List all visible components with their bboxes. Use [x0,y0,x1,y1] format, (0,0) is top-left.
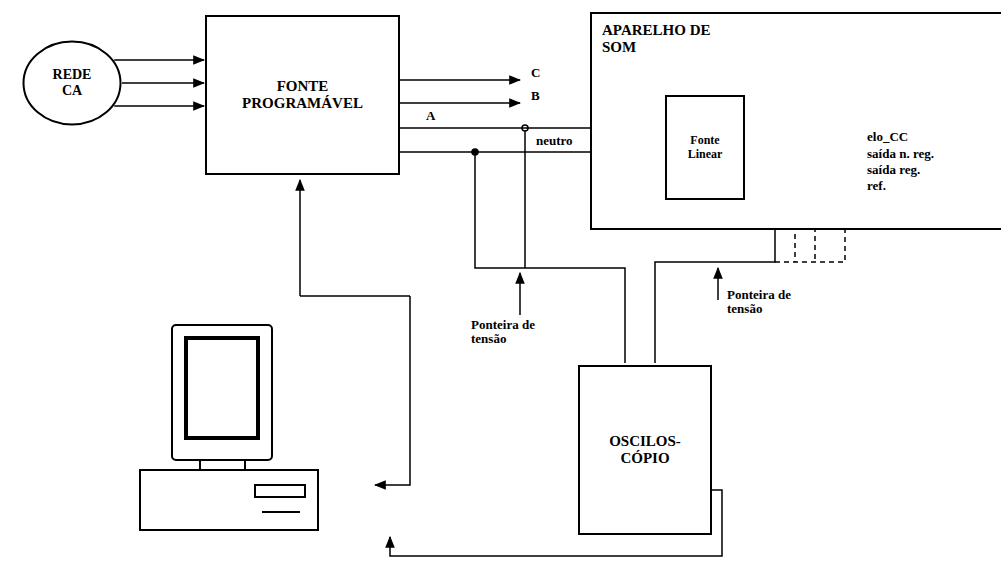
programmable-source-box: FONTE PROGRAMÁVEL [205,15,400,175]
wire-label: neutro [535,134,574,148]
wire-label: A [425,109,436,123]
connector [114,105,204,107]
connector [122,82,204,84]
ac-grid-circle: REDE CA [22,40,122,126]
control-wires [300,180,722,556]
computer-symbol [140,325,318,530]
probe-label: Ponteira de tensão [726,288,798,317]
node-label: APARELHO DE SOM [602,22,722,57]
phase-label: C [530,66,541,80]
phase-label: B [530,89,541,103]
connector [114,59,204,61]
node-label: Fonte Linear [675,134,735,162]
linear-supply-box: Fonte Linear [665,95,745,200]
signal-label: saída reg. [866,163,921,177]
node-label: REDE CA [44,67,100,99]
phase-wires [400,80,520,103]
signal-label: saída n. reg. [866,147,935,161]
node-label: FONTE PROGRAMÁVEL [238,78,368,113]
sound-device-box: APARELHO DE SOM Fonte Linear [590,12,1001,230]
signal-label: elo_CC [866,130,909,144]
signal-label: ref. [866,179,887,193]
probe-label: Ponteira de tensão [470,318,542,347]
node-label: OSCILOS- CÓPIO [600,433,690,468]
oscilloscope-box: OSCILOS- CÓPIO [578,365,712,535]
